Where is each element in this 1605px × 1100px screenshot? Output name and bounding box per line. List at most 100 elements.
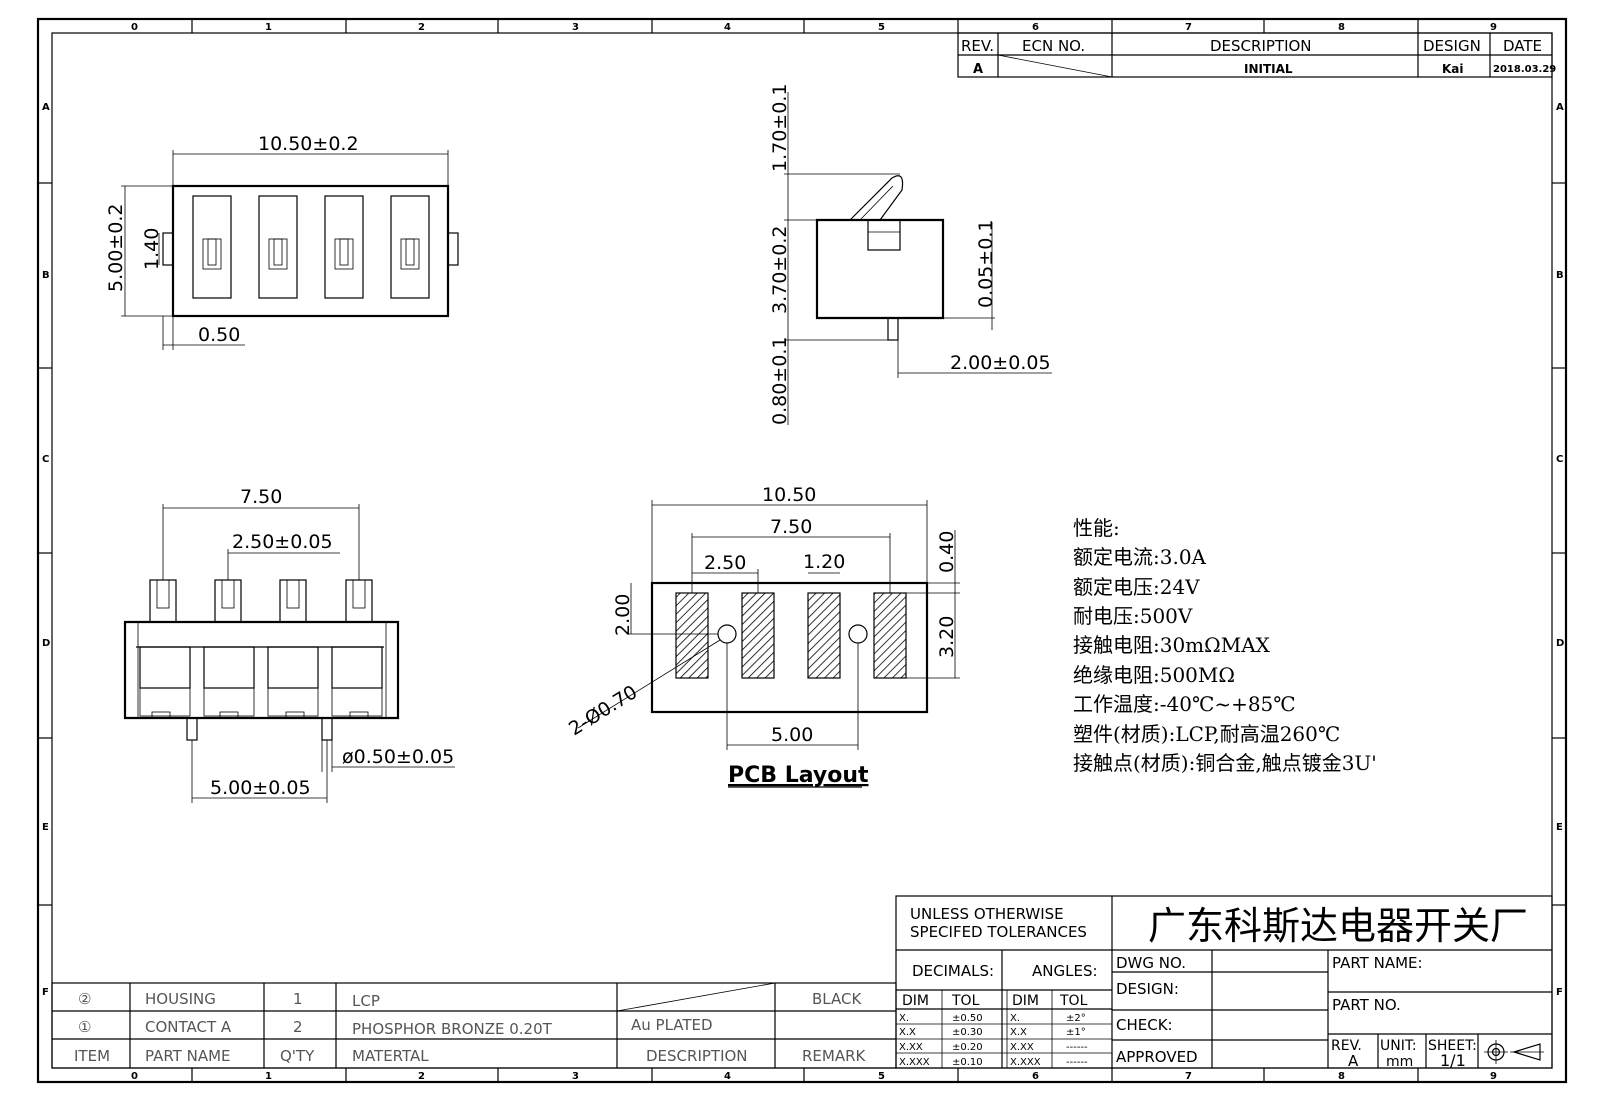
bom-row-2-description: Au PLATED (631, 1016, 713, 1034)
pcb-hole-offset-dim: 2.00 (612, 594, 634, 636)
zone-col-8: 8 (1338, 22, 1345, 33)
design-label: DESIGN: (1116, 980, 1179, 998)
pcb-pad-height-dim: 3.20 (936, 616, 958, 658)
zone-col-3-bottom: 3 (572, 1071, 579, 1082)
decimal-row-4-dim: X.XXX (899, 1057, 930, 1068)
bom-header-remark: REMARK (802, 1047, 867, 1065)
title-block: UNLESS OTHERWISE SPECIFED TOLERANCES 广东科… (895, 895, 1553, 1070)
angle-row-1-dim: X. (1010, 1013, 1020, 1024)
spec-line-housing: 塑件(材质):LCP,耐高温260℃ (1073, 722, 1340, 746)
zone-labels: 0 1 2 3 4 5 6 7 8 9 0 1 2 3 4 5 6 7 8 9 … (42, 22, 1564, 1082)
front-view: 7.50 2.50±0.05 ø0.50±0.05 5.00±0.05 (123, 486, 455, 803)
unit-value: mm (1386, 1054, 1413, 1070)
side-view-body-dim: 3.70±0.2 (769, 226, 791, 314)
zone-col-2-bottom: 2 (418, 1071, 425, 1082)
zone-col-4: 4 (724, 22, 731, 33)
specs-heading: 性能: (1073, 516, 1120, 540)
zone-col-2: 2 (418, 22, 425, 33)
check-label: CHECK: (1116, 1016, 1173, 1034)
bom-row-2-material: PHOSPHOR BRONZE 0.20T (352, 1020, 553, 1038)
zone-col-7-bottom: 7 (1185, 1071, 1192, 1082)
angle-row-1-tol: ±2° (1066, 1013, 1086, 1024)
tolerance-note-2: SPECIFED TOLERANCES (910, 923, 1087, 941)
angles-tol-header: TOL (1059, 993, 1088, 1009)
pcb-hole-span-dim: 5.00 (771, 724, 813, 746)
zone-col-6-bottom: 6 (1032, 1071, 1039, 1082)
spec-line-withstand: 耐电压:500V (1073, 604, 1193, 628)
decimals-label: DECIMALS: (912, 962, 994, 980)
zone-col-7: 7 (1185, 22, 1192, 33)
zone-col-9: 9 (1490, 22, 1497, 33)
top-view: 10.50±0.2 5.00±0.2 1.40 0.50 (105, 133, 459, 350)
description-value: INITIAL (1244, 62, 1293, 76)
rev-label: REV. (1331, 1038, 1362, 1054)
bom-header-qty: Q'TY (280, 1047, 315, 1065)
angle-row-3-tol: ------ (1066, 1042, 1088, 1053)
pcb-hole-dim: 2-Ø0.70 (565, 681, 641, 740)
pcb-hole-2 (848, 624, 868, 644)
zone-row-d: D (42, 638, 50, 649)
pcb-pad-4 (873, 592, 907, 679)
decimal-row-3-tol: ±0.20 (952, 1042, 983, 1053)
bom-row-2-name: CONTACT A (145, 1018, 232, 1036)
angle-row-4-tol: ------ (1066, 1057, 1088, 1068)
projection-symbol-icon (1484, 1040, 1544, 1064)
angle-row-3-dim: X.XX (1010, 1042, 1034, 1053)
angles-label: ANGLES: (1032, 962, 1098, 980)
bom-header-description: DESCRIPTION (646, 1047, 748, 1065)
zone-col-5-bottom: 5 (878, 1071, 885, 1082)
bom-row-2-item: ① (78, 1018, 91, 1036)
pcb-pitch-dim: 2.50 (704, 552, 746, 574)
pcb-pad-1 (675, 592, 709, 679)
zone-col-1-bottom: 1 (265, 1071, 272, 1082)
zone-row-b: B (42, 270, 50, 281)
side-view-standoff-dim: 0.05±0.1 (975, 220, 997, 308)
zone-row-e: E (42, 822, 49, 833)
design-value: Kai (1442, 62, 1464, 76)
bom-row-1-item: ② (78, 990, 91, 1008)
side-view-top-dim: 1.70±0.1 (769, 84, 791, 172)
description-header: DESCRIPTION (1210, 37, 1312, 55)
zone-col-8-bottom: 8 (1338, 1071, 1345, 1082)
date-header: DATE (1503, 37, 1542, 55)
pcb-layout-title: PCB Layout (728, 763, 869, 788)
zone-row-f: F (42, 987, 49, 998)
angle-row-4-dim: X.XXX (1010, 1057, 1041, 1068)
ecn-header: ECN NO. (1022, 37, 1085, 55)
front-view-span-dim: 7.50 (240, 486, 282, 508)
pcb-hole-1 (717, 624, 737, 644)
decimal-row-3-dim: X.XX (899, 1042, 923, 1053)
zone-row-a: A (42, 102, 50, 113)
zone-row-a-right: A (1556, 102, 1564, 113)
bom-row-2-qty: 2 (293, 1018, 303, 1036)
top-view-height-dim: 5.00±0.2 (105, 204, 127, 292)
zone-col-4-bottom: 4 (724, 1071, 731, 1082)
side-view: 1.70±0.1 3.70±0.2 0.80±0.1 0.05±0.1 2.00… (769, 84, 1052, 425)
zone-col-0-bottom: 0 (131, 1071, 138, 1082)
zone-col-3: 3 (572, 22, 579, 33)
sheet-value: 1/1 (1440, 1051, 1466, 1070)
specs-block: 性能: 额定电流:3.0A 额定电压:24V 耐电压:500V 接触电阻:30m… (1073, 516, 1377, 775)
zone-col-1: 1 (265, 22, 272, 33)
pcb-pad-2 (741, 592, 775, 679)
top-view-width-dim: 10.50±0.2 (258, 133, 359, 155)
decimal-row-1-dim: X. (899, 1013, 909, 1024)
spec-line-current: 额定电流:3.0A (1073, 545, 1207, 569)
approved-label: APPROVED (1116, 1048, 1198, 1066)
spec-line-insulation: 绝缘电阻:500MΩ (1073, 663, 1235, 687)
zone-col-0: 0 (131, 22, 138, 33)
angle-row-2-tol: ±1° (1066, 1027, 1086, 1038)
rev-value: A (973, 62, 983, 77)
rev-header: REV. (961, 37, 994, 55)
pcb-pad-width-dim: 1.20 (803, 551, 845, 573)
date-value: 2018.03.29 (1493, 64, 1556, 75)
company-name: 广东科斯达电器开关厂 (1148, 904, 1528, 948)
spec-line-temperature: 工作温度:-40℃~+85℃ (1073, 692, 1296, 716)
pcb-layout: 10.50 7.50 2.50 1.20 0.40 3.20 2.00 5.00… (565, 484, 960, 788)
top-view-contacts (192, 195, 430, 299)
tolerance-note-1: UNLESS OTHERWISE (910, 905, 1064, 923)
decimal-row-4-tol: ±0.10 (952, 1057, 983, 1068)
top-view-slot-dim: 1.40 (141, 228, 163, 270)
decimals-tol-header: TOL (951, 993, 980, 1009)
